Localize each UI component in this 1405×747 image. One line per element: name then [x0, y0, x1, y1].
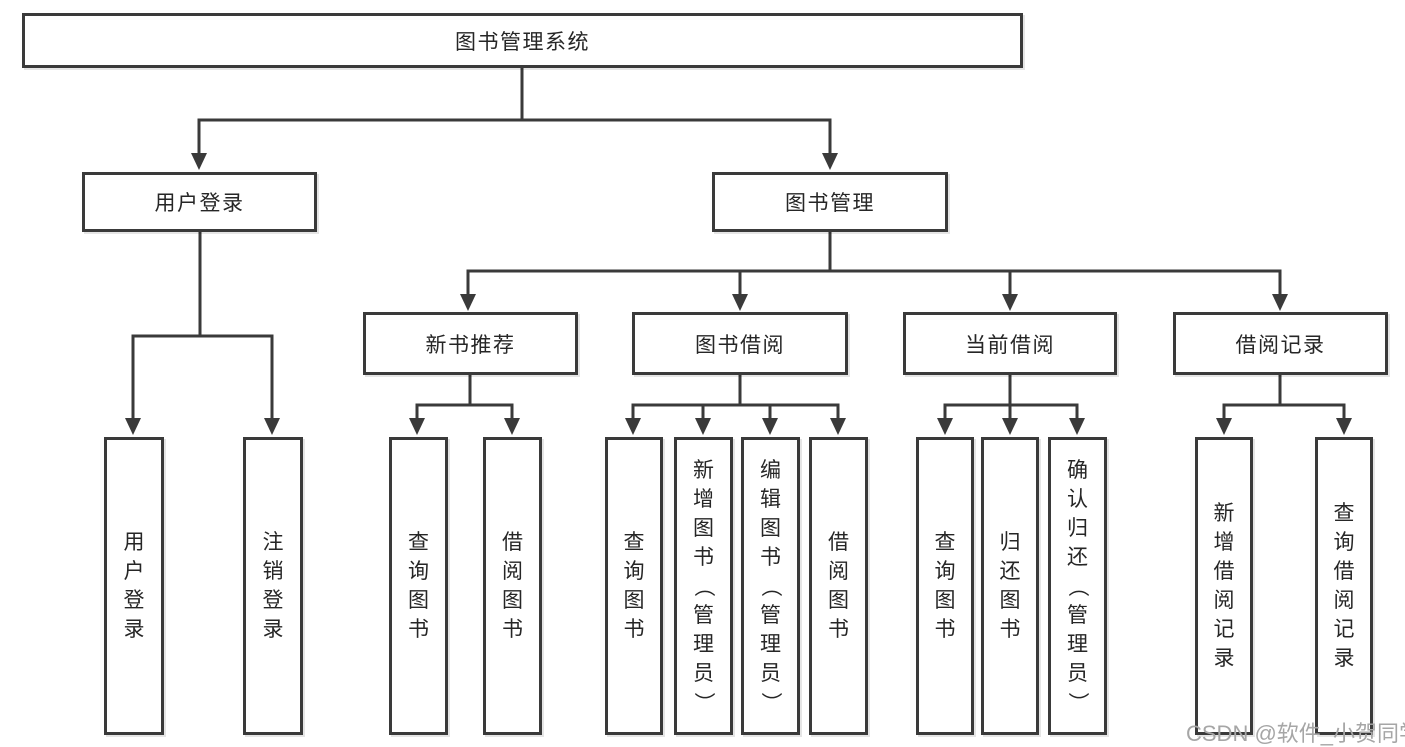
- node-library-management-system: 图书管理系统: [22, 13, 1023, 68]
- leaf-return-books: 归还图书: [981, 437, 1039, 735]
- leaf-label: 查询图书: [408, 531, 429, 641]
- leaf-query-borrow-record: 查询借阅记录: [1315, 437, 1373, 735]
- leaf-borrow-books: 借阅图书: [483, 437, 542, 735]
- node-new-book-recommend: 新书推荐: [363, 312, 578, 375]
- leaf-label: 用户登录: [123, 531, 145, 641]
- node-label: 当前借阅: [965, 333, 1055, 357]
- leaf-label: 编辑图书（管理员）: [759, 458, 782, 713]
- node-label: 图书管理: [785, 192, 875, 215]
- leaf-label: 确认归还（管理员）: [1066, 458, 1089, 713]
- arrowheads: [125, 153, 1352, 435]
- node-user-login: 用户登录: [82, 172, 317, 232]
- leaf-user-login: 用户登录: [104, 437, 164, 735]
- leaf-label: 查询图书: [934, 531, 956, 641]
- node-book-management: 图书管理: [712, 172, 948, 232]
- node-current-borrow: 当前借阅: [903, 312, 1117, 375]
- leaf-query-books: 查询图书: [605, 437, 663, 735]
- leaf-label: 注销登录: [262, 531, 284, 641]
- leaf-edit-books-admin: 编辑图书（管理员）: [741, 437, 800, 735]
- node-label: 新书推荐: [425, 333, 516, 357]
- leaf-add-books-admin: 新增图书（管理员）: [674, 437, 733, 735]
- leaf-label: 归还图书: [999, 531, 1021, 641]
- leaf-logout: 注销登录: [243, 437, 303, 735]
- leaf-label: 新增图书（管理员）: [692, 458, 715, 713]
- node-borrow-records: 借阅记录: [1173, 312, 1388, 375]
- node-label: 图书管理系统: [455, 30, 590, 54]
- node-label: 图书借阅: [695, 333, 785, 357]
- node-label: 用户登录: [154, 192, 245, 215]
- leaf-label: 查询图书: [623, 531, 645, 641]
- leaf-label: 查询借阅记录: [1333, 502, 1355, 670]
- leaf-query-books: 查询图书: [389, 437, 448, 735]
- csdn-watermark: CSDN @软件_小贺同学: [1186, 721, 1405, 746]
- leaf-label: 新增借阅记录: [1213, 502, 1235, 670]
- leaf-confirm-return-admin: 确认归还（管理员）: [1048, 437, 1107, 735]
- node-label: 借阅记录: [1235, 333, 1326, 357]
- leaf-label: 借阅图书: [502, 531, 523, 641]
- leaf-borrow-books: 借阅图书: [809, 437, 868, 735]
- leaf-label: 借阅图书: [828, 531, 849, 641]
- node-book-borrow: 图书借阅: [632, 312, 848, 375]
- leaf-add-borrow-record: 新增借阅记录: [1195, 437, 1253, 735]
- leaf-query-books: 查询图书: [916, 437, 974, 735]
